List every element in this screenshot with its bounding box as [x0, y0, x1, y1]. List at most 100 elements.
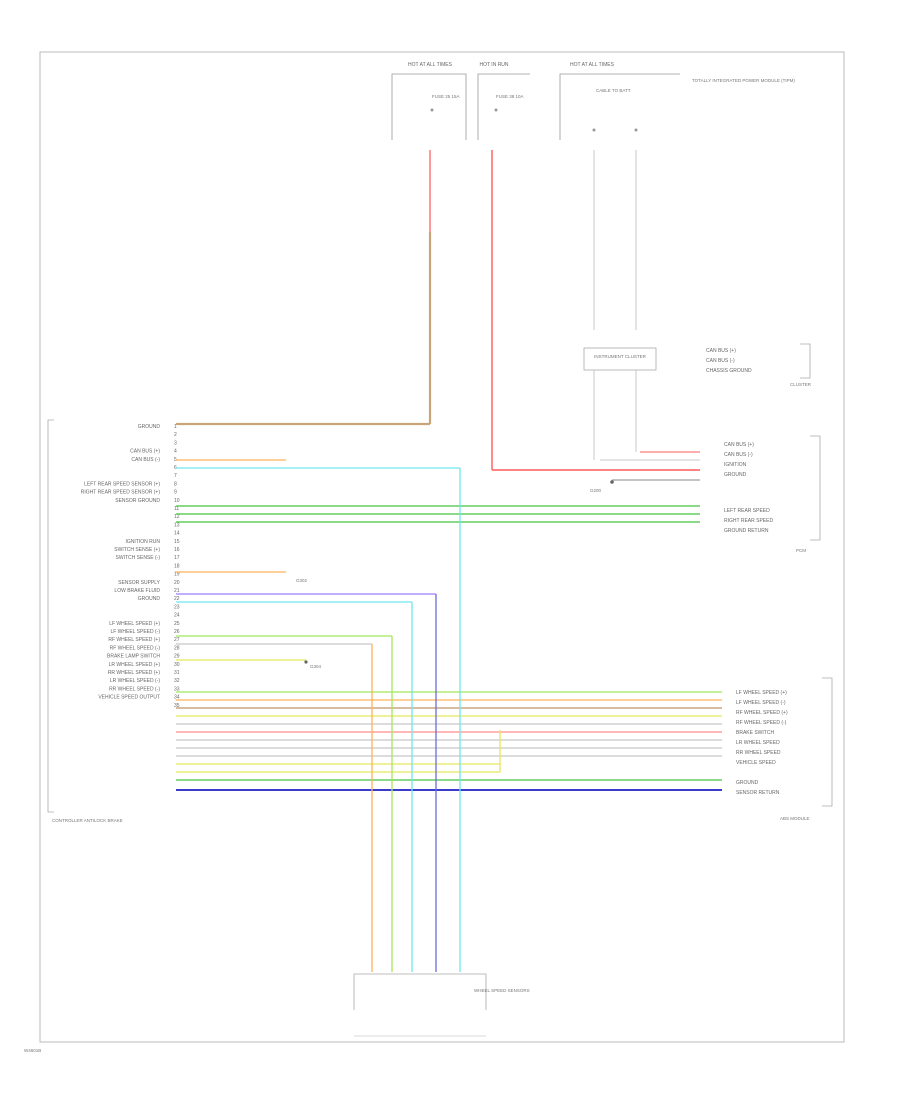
abs-pin-labels: LF WHEEL SPEED (+)LF WHEEL SPEED (-)RF W… — [736, 690, 788, 796]
left-pin-label: LR WHEEL SPEED (+) — [109, 662, 161, 668]
left-pin-number: 7 — [174, 473, 177, 479]
tipm-label: TOTALLY INTEGRATED POWER MODULE (TIPM) — [692, 78, 795, 83]
left-pin-label: GROUND — [138, 596, 161, 602]
cluster-inner-label: INSTRUMENT CLUSTER — [594, 354, 646, 359]
ground-g200-icon — [610, 480, 614, 484]
left-module-bracket — [47, 419, 54, 813]
left-pin-label: RF WHEEL SPEED (-) — [110, 645, 161, 651]
source-3-label: HOT AT ALL TIMES — [570, 62, 615, 68]
ground-g304-label: G304 — [310, 664, 322, 669]
cluster-pin-3: CHASSIS GROUND — [706, 368, 752, 374]
left-pin-number: 33 — [174, 686, 180, 692]
pcm-pin-2: CAN BUS (-) — [724, 452, 753, 458]
cluster-box — [583, 347, 657, 371]
fuse-1-icon — [430, 108, 434, 112]
pcm-name: PCM — [796, 548, 806, 553]
left-pin-label: SWITCH SENSE (-) — [116, 555, 161, 561]
left-pin-number: 2 — [174, 432, 177, 438]
left-pin-number: 1 — [174, 424, 177, 430]
abs-connector: ABS MODULE — [780, 677, 833, 821]
left-pin-number: 28 — [174, 645, 180, 651]
fuse-1-label: FUSE 25 15A — [432, 94, 460, 99]
left-pin-number: 9 — [174, 490, 177, 496]
left-pin-number: 27 — [174, 637, 180, 643]
ground-g304-icon — [304, 660, 308, 664]
relay-3a-icon — [592, 128, 596, 132]
cluster-pin-2: CAN BUS (-) — [706, 358, 735, 364]
left-pin-label: SWITCH SENSE (+) — [114, 547, 160, 553]
abs-pin-label: RF WHEEL SPEED (-) — [736, 720, 787, 726]
left-pin-number: 25 — [174, 621, 180, 627]
left-pin-number: 20 — [174, 580, 180, 586]
left-pin-number: 22 — [174, 596, 180, 602]
diagram-frame — [39, 51, 845, 1043]
fuse-2-label: FUSE 38 10A — [496, 94, 524, 99]
source-2-label: HOT IN RUN — [479, 62, 508, 68]
pcm-connector: PCM CAN BUS (+) CAN BUS (-) IGNITION GRO… — [590, 435, 821, 553]
source-box-2 — [477, 73, 530, 140]
abs-name: ABS MODULE — [780, 816, 810, 821]
left-pin-label: CAN BUS (-) — [131, 457, 160, 463]
abs-pin-label: RF WHEEL SPEED (+) — [736, 710, 788, 716]
left-pin-number: 35 — [174, 703, 180, 709]
left-pin-number: 26 — [174, 629, 180, 635]
left-pin-number: 18 — [174, 563, 180, 569]
left-pin-label: RR WHEEL SPEED (-) — [109, 686, 160, 692]
abs-pin-label: LF WHEEL SPEED (+) — [736, 690, 787, 696]
left-pin-label: LF WHEEL SPEED (+) — [109, 621, 160, 627]
left-pin-number: 4 — [174, 449, 177, 455]
abs-bracket — [822, 677, 833, 807]
sensor-bracket — [353, 973, 487, 1010]
pcm-bracket — [810, 435, 821, 541]
left-pin-label: RF WHEEL SPEED (+) — [108, 637, 160, 643]
fuse-3-label: CABLE TO BATT — [596, 88, 631, 93]
left-pin-number: 10 — [174, 498, 180, 504]
left-pin-label: RIGHT REAR SPEED SENSOR (+) — [81, 490, 161, 496]
left-pin-number: 5 — [174, 457, 177, 463]
horizontal-wires — [176, 459, 722, 791]
abs-pin-label: SENSOR RETURN — [736, 790, 780, 796]
cluster-pin-1: CAN BUS (+) — [706, 348, 736, 354]
left-pin-label: GROUND — [138, 424, 161, 430]
top-sources: HOT AT ALL TIMES HOT IN RUN HOT AT ALL T… — [391, 62, 795, 140]
fuse-2-icon — [494, 108, 498, 112]
left-pin-number: 11 — [174, 506, 179, 512]
abs-pin-label: BRAKE SWITCH — [736, 730, 774, 736]
pcm-pin-6: LEFT REAR SPEED — [724, 508, 770, 514]
pcm-pin-3: IGNITION — [724, 462, 747, 468]
left-pin-number: 13 — [174, 522, 180, 528]
sensor-label: WHEEL SPEED SENSORS — [474, 988, 530, 993]
pcm-pin-1: CAN BUS (+) — [724, 442, 754, 448]
vertical-wires — [371, 468, 501, 972]
cluster-bracket — [800, 343, 811, 379]
left-module-name: CONTROLLER ANTILOCK BRAKE — [52, 818, 123, 823]
left-pin-number: 32 — [174, 678, 180, 684]
left-pin-label: SENSOR GROUND — [115, 498, 160, 504]
left-pin-label: LF WHEEL SPEED (-) — [110, 629, 160, 635]
ground-g200-label: G200 — [590, 488, 602, 493]
pcm-pin-8: GROUND RETURN — [724, 528, 769, 534]
left-pin-number: 3 — [174, 440, 177, 446]
left-pin-number: 31 — [174, 670, 180, 676]
left-pin-label: LEFT REAR SPEED SENSOR (+) — [84, 481, 160, 487]
source-1-label: HOT AT ALL TIMES — [408, 62, 453, 68]
left-pin-label: LR WHEEL SPEED (-) — [110, 678, 160, 684]
left-pin-number: 12 — [174, 514, 180, 520]
footer-code: W4601B — [24, 1048, 41, 1053]
left-pin-number: 21 — [174, 588, 180, 594]
ground-g302-label: G302 — [296, 578, 308, 583]
abs-pin-label: VEHICLE SPEED — [736, 760, 776, 766]
abs-pin-label: GROUND — [736, 780, 759, 786]
left-pin-number: 34 — [174, 695, 180, 701]
left-pin-label: RR WHEEL SPEED (+) — [108, 670, 161, 676]
left-pin-number: 24 — [174, 613, 180, 619]
left-pin-number: 23 — [174, 604, 180, 610]
left-pin-number: 6 — [174, 465, 177, 471]
left-pin-label: BRAKE LAMP SWITCH — [107, 654, 160, 660]
pcm-pin-4: GROUND — [724, 472, 747, 478]
left-pin-number: 29 — [174, 654, 180, 660]
pcm-pin-7: RIGHT REAR SPEED — [724, 518, 773, 524]
abs-pin-label: LR WHEEL SPEED — [736, 740, 780, 746]
left-pin-number: 15 — [174, 539, 180, 545]
